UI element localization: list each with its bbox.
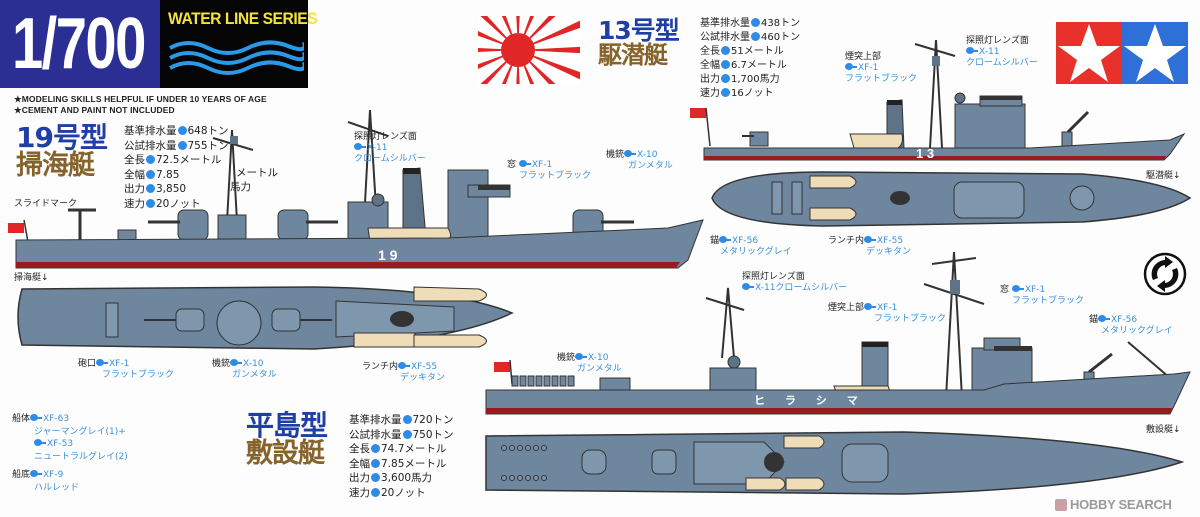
hirashima-hull-name: ヒラシマ [754,394,878,407]
paint-icon [575,353,588,360]
callout-hs-window: 窓 XF-1 フラットブラック [1000,285,1085,306]
paint-icon [864,236,877,243]
no13-class-title: 13号型 駆潜艇 [598,16,680,69]
no19-side-view: 1 9 [8,110,704,269]
callout-hs-searchlight: 探照灯レンズ面 X-11クロームシルバー [742,272,848,293]
scale-badge: 1/700 [0,0,160,88]
scale-text: 1/700 [12,4,146,84]
hirashima-side-view: ヒラシマ [485,251,1191,415]
callout-no19-window: 窓 XF-1 フラットブラック [507,160,592,181]
rising-sun-flag-icon [478,16,580,84]
tamiya-star-logo-icon [1056,22,1188,84]
paint-icon [230,359,243,366]
no13-class-kind: 駆潜艇 [598,41,668,69]
paint-icon [30,470,43,477]
hirashima-class-kind: 敷設艇 [246,438,325,469]
wave-graphic [169,40,304,75]
paint-icon [624,150,637,157]
callout-no19-searchlight: 探照灯レンズ面 X-11 クロームシルバー [354,132,426,164]
paint-icon [354,143,366,150]
no13-class-number: 13号型 [598,16,680,45]
no19-class-kind: 掃海艇 [16,150,95,181]
hobby-search-watermark: HOBBY SEARCH [1055,497,1172,512]
hirashima-top-view [485,431,1184,495]
callout-no13-funnel: 煙突上部 XF-1 フラットブラック [845,52,918,84]
hobby-search-logo-icon [1055,498,1067,511]
no19-top-view [17,286,514,350]
paint-icon [398,362,411,369]
paint-icon [96,359,109,366]
recycle-green-dot-icon [1143,252,1187,296]
paint-icon [719,236,732,243]
slide-mark-label: スライドマーク [14,199,78,209]
series-title: WATER LINE SERIES [168,9,318,28]
paint-icon [864,303,877,310]
no19-class-title: 19号型 掃海艇 [16,121,108,181]
note-cement: ★CEMENT AND PAINT NOT INCLUDED [14,105,175,115]
hirashima-topview-label: 敷設艇↓ [1146,425,1181,435]
paint-icon [1011,285,1024,292]
hirashima-class-title: 平島型 敷設艇 [246,409,328,469]
water-line-series-banner: WATER LINE SERIES [160,0,318,88]
no13-top-view [711,171,1192,227]
no19-topview-label: 掃海艇↓ [14,273,49,283]
hirashima-class-number: 平島型 [246,409,328,442]
paint-icon [966,47,978,54]
paint-icon [845,63,857,70]
no19-class-number: 19号型 [16,121,108,154]
no13-side-view: 1 3 [690,39,1186,161]
paint-icon [30,414,43,421]
callout-no13-searchlight: 探照灯レンズ面 X-11 クロームシルバー [966,36,1038,68]
no13-hull-number: 1 3 [916,146,934,161]
no13-topview-label: 駆潜艇↓ [1146,171,1181,181]
no19-width-suffix: メートル [236,167,278,179]
paint-icon [1098,315,1111,322]
paint-icon [742,283,754,290]
no19-hull-number: 1 9 [378,247,398,263]
paint-icon [34,439,46,446]
note-skills: ★MODELING SKILLS HELPFUL IF UNDER 10 YEA… [14,94,267,104]
paint-icon [518,160,531,167]
